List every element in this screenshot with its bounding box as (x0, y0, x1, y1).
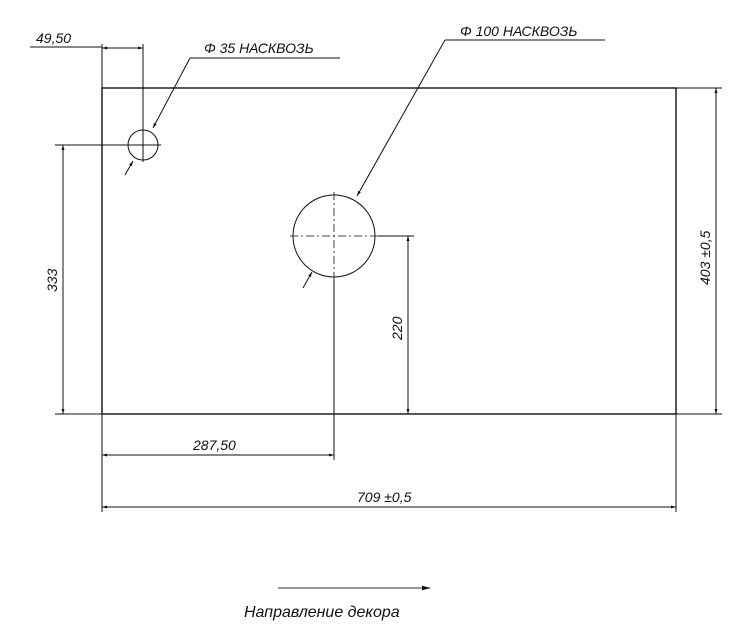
small-hole-label: Φ 35 НАСКВОЗЬ (204, 40, 314, 56)
dim-large-hole-x: 287,50 (101, 280, 335, 512)
dim-333-label: 333 (44, 268, 60, 292)
leader-large-hole: Φ 100 НАСКВОЗЬ (302, 23, 605, 289)
dim-small-hole-height: 333 (44, 144, 125, 415)
dim-403-label: 403 ±0,5 (697, 230, 713, 285)
large-hole (290, 192, 378, 280)
dim-287-label: 287,50 (192, 437, 236, 453)
dim-left-offset-label: 49,50 (36, 30, 71, 46)
small-hole (125, 44, 161, 162)
decor-direction: Направление декора (244, 585, 430, 621)
dim-left-offset: 49,50 (30, 30, 143, 88)
large-hole-label: Φ 100 НАСКВОЗЬ (460, 23, 578, 39)
leader-small-hole: Φ 35 НАСКВОЗЬ (124, 40, 340, 176)
decor-direction-label: Направление декора (244, 604, 400, 621)
countertop-outline (101, 87, 677, 415)
dim-width: 709 ±0,5 (102, 414, 677, 512)
dim-709-label: 709 ±0,5 (357, 489, 412, 505)
dim-large-hole-height: 220 (378, 235, 414, 414)
dim-220-label: 220 (389, 316, 405, 341)
dim-height: 403 ±0,5 (676, 87, 722, 415)
